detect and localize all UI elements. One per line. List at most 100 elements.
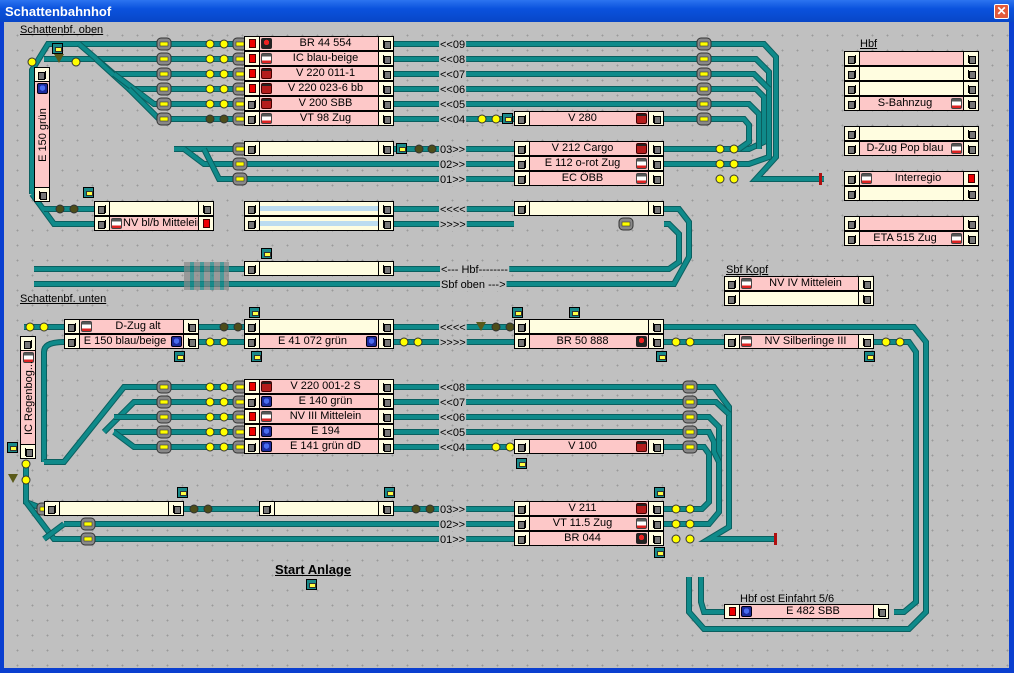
block-left-end[interactable] [245,37,260,50]
block-left-end[interactable] [245,395,260,408]
track-block[interactable] [259,501,394,516]
block-right-end[interactable] [378,202,393,215]
track-block[interactable]: V 200 SBB [244,96,394,111]
block-right-end[interactable] [168,502,183,515]
block-right-end[interactable] [963,97,978,110]
block-left-end[interactable] [845,172,860,185]
block-right-end[interactable] [183,335,198,348]
block-left-end[interactable] [515,112,530,125]
track-block[interactable] [244,319,394,334]
track-block[interactable]: S-Bahnzug [844,96,979,111]
block-control-button[interactable] [654,547,665,558]
block-right-end[interactable] [648,502,663,515]
block-left-end[interactable] [65,320,80,333]
block-left-end[interactable] [515,142,530,155]
block-left-end[interactable] [245,335,260,348]
block-right-end[interactable] [963,142,978,155]
block-right-end[interactable] [963,172,978,185]
block-left-end[interactable] [845,142,860,155]
block-top-end[interactable] [35,68,49,82]
track-block[interactable]: EC ÖBB [514,171,664,186]
block-left-end[interactable] [845,67,860,80]
block-right-end[interactable] [378,217,393,230]
block-left-end[interactable] [515,335,530,348]
block-control-button[interactable] [177,487,188,498]
vertical-track-block[interactable]: E 150 grün [34,67,50,202]
block-right-end[interactable] [378,410,393,423]
block-control-button[interactable] [569,307,580,318]
block-control-button[interactable] [52,43,63,54]
block-left-end[interactable] [515,502,530,515]
block-control-button[interactable] [251,351,262,362]
block-left-end[interactable] [95,202,110,215]
track-block[interactable] [844,216,979,231]
track-block[interactable]: V 212 Cargo [514,141,664,156]
block-right-end[interactable] [648,532,663,545]
block-right-end[interactable] [378,97,393,110]
block-left-end[interactable] [515,532,530,545]
track-block[interactable]: V 220 011-1 [244,66,394,81]
block-right-end[interactable] [858,335,873,348]
block-left-end[interactable] [725,292,740,305]
block-control-button[interactable] [249,307,260,318]
block-control-button[interactable] [656,351,667,362]
track-block[interactable] [244,216,394,231]
block-right-end[interactable] [378,380,393,393]
track-block[interactable]: NV III Mittelein [244,409,394,424]
block-left-end[interactable] [845,187,860,200]
block-right-end[interactable] [963,187,978,200]
block-bottom-end[interactable] [21,444,35,458]
block-right-end[interactable] [873,605,888,618]
track-block[interactable] [844,186,979,201]
block-control-button[interactable] [83,187,94,198]
block-control-button[interactable] [174,351,185,362]
track-block[interactable]: V 280 [514,111,664,126]
block-right-end[interactable] [648,172,663,185]
track-block[interactable]: NV bl/b Mittelein... [94,216,214,231]
track-block[interactable]: VT 11.5 Zug [514,516,664,531]
close-icon[interactable]: ✕ [994,4,1009,19]
block-right-end[interactable] [963,52,978,65]
track-block[interactable] [244,141,394,156]
block-right-end[interactable] [648,112,663,125]
block-left-end[interactable] [95,217,110,230]
track-block[interactable]: NV IV Mittelein [724,276,874,291]
track-block[interactable]: V 220 001-2 S [244,379,394,394]
block-control-button[interactable] [7,442,18,453]
block-left-end[interactable] [245,425,260,438]
track-block[interactable]: D-Zug alt [64,319,199,334]
track-block[interactable] [724,291,874,306]
block-right-end[interactable] [378,335,393,348]
block-left-end[interactable] [515,440,530,453]
track-block[interactable]: VT 98 Zug [244,111,394,126]
block-left-end[interactable] [515,172,530,185]
block-left-end[interactable] [245,67,260,80]
block-control-button[interactable] [512,307,523,318]
block-right-end[interactable] [648,517,663,530]
block-right-end[interactable] [963,82,978,95]
track-block[interactable] [844,126,979,141]
block-right-end[interactable] [963,217,978,230]
track-block[interactable]: E 140 grün [244,394,394,409]
block-right-end[interactable] [963,67,978,80]
block-right-end[interactable] [378,425,393,438]
track-block[interactable]: BR 044 [514,531,664,546]
block-right-end[interactable] [378,142,393,155]
track-block[interactable]: E 482 SBB [724,604,889,619]
block-right-end[interactable] [378,52,393,65]
block-top-end[interactable] [21,337,35,351]
block-bottom-end[interactable] [35,187,49,201]
block-left-end[interactable] [65,335,80,348]
block-right-end[interactable] [648,157,663,170]
block-right-end[interactable] [378,82,393,95]
block-right-end[interactable] [648,320,663,333]
block-left-end[interactable] [245,97,260,110]
block-right-end[interactable] [378,320,393,333]
track-block[interactable] [44,501,184,516]
block-right-end[interactable] [378,112,393,125]
track-block[interactable]: E 41 072 grün [244,334,394,349]
block-left-end[interactable] [515,517,530,530]
block-right-end[interactable] [858,277,873,290]
start-anlage-link[interactable]: Start Anlage [275,562,352,577]
block-control-button[interactable] [261,248,272,259]
